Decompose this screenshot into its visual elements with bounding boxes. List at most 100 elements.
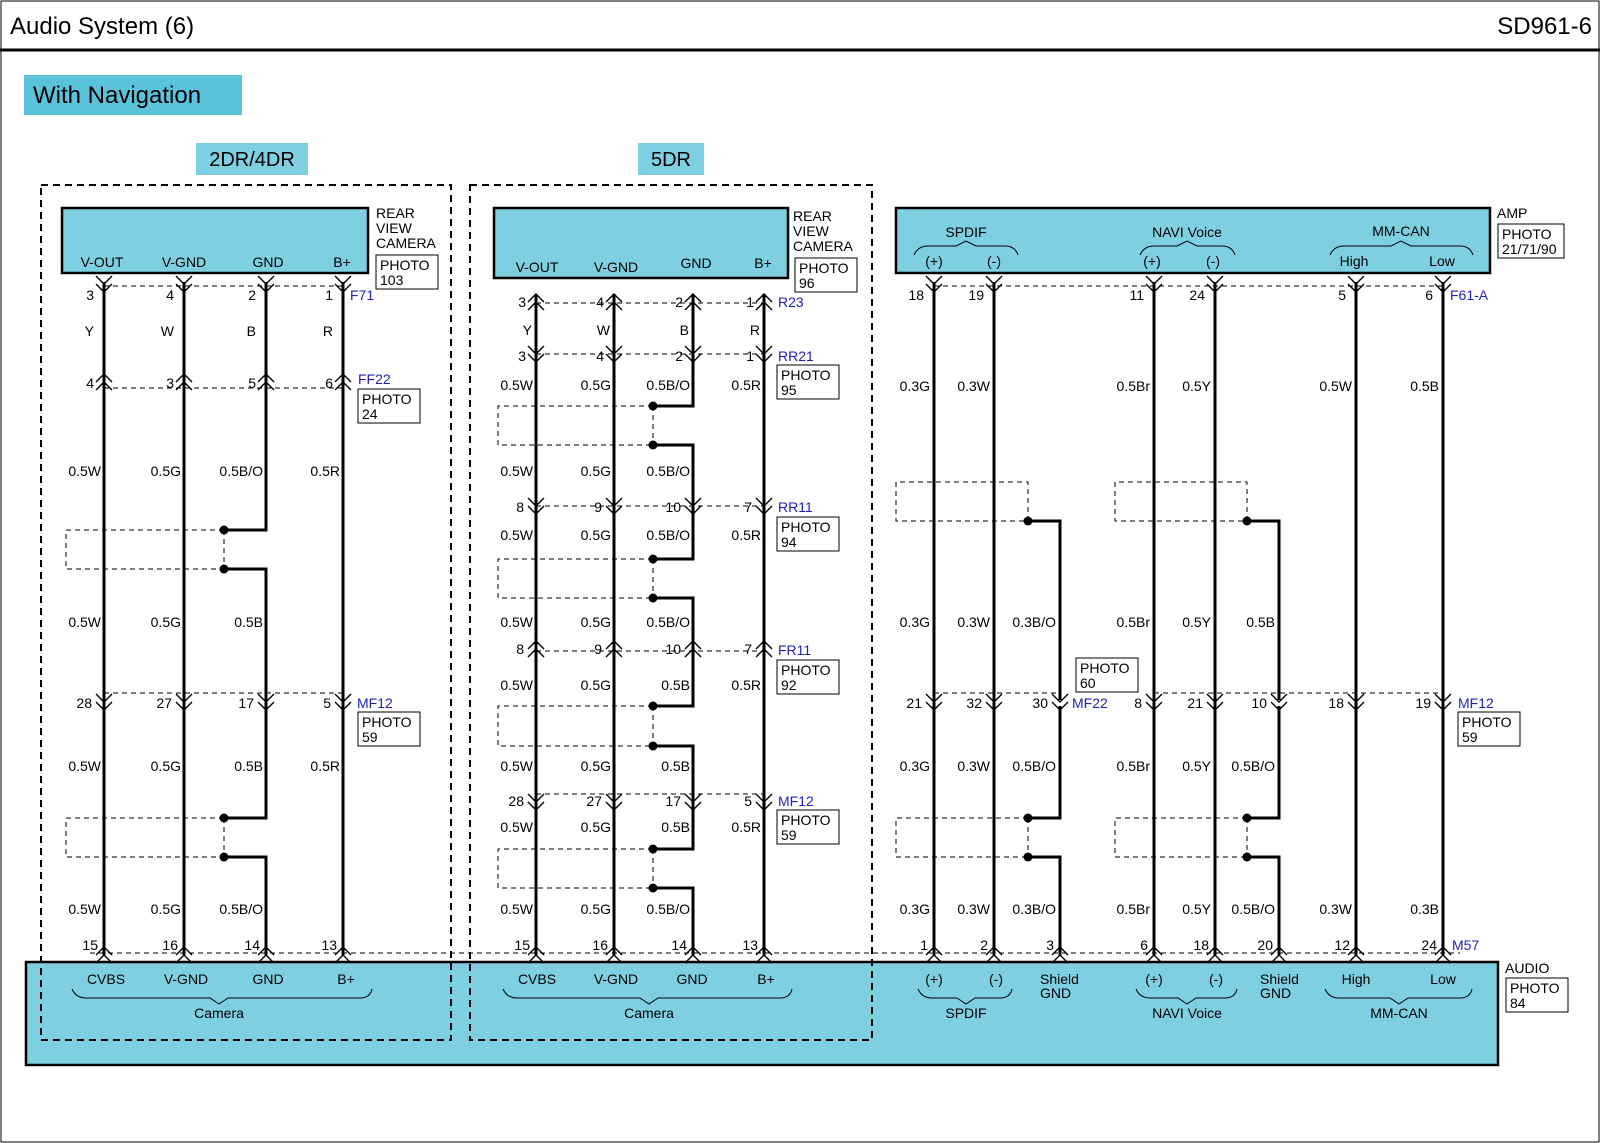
wire-color-code: W — [161, 323, 175, 339]
camera2-r23-connector — [605, 293, 623, 311]
wire-spec: 0.5W — [68, 463, 101, 479]
pin-number: 1 — [920, 937, 928, 953]
camera2-pin-3: B+ — [754, 255, 772, 271]
pin-number: 5 — [1338, 287, 1346, 303]
pin-number: 3 — [86, 287, 94, 303]
camera2-fr11-photo-box — [776, 659, 840, 695]
amp-pin-2: (+) — [1143, 253, 1161, 269]
camera2-photo-1: PHOTO — [799, 260, 849, 276]
pin-number: 19 — [1415, 695, 1431, 711]
junction-dot — [648, 440, 658, 450]
camera2-mf12-connector — [684, 793, 702, 811]
camera2-title-1: REAR — [793, 208, 832, 224]
camera2-fr11-connector — [755, 640, 773, 658]
camera1-title-1: REAR — [376, 205, 415, 221]
amp-bottom-connector — [1434, 946, 1452, 964]
junction-dot — [648, 844, 658, 854]
camera2-rr11-connector — [684, 497, 702, 515]
pin-number: 15 — [514, 937, 530, 953]
pin-number: 21 — [1187, 695, 1203, 711]
audio-group-mmcan: MM-CAN — [1370, 1005, 1428, 1021]
wire-spec: 0.3G — [900, 758, 930, 774]
camera2-rr11-photo-box — [776, 516, 840, 552]
junction-dot — [219, 852, 229, 862]
amp-pin-5: Low — [1429, 253, 1456, 269]
pin-number: 14 — [671, 937, 687, 953]
camera1-bottom-connector — [257, 946, 275, 964]
audio-cam1-pin-0: CVBS — [87, 971, 125, 987]
pin-number: 27 — [586, 793, 602, 809]
amp-top-connector — [1347, 275, 1365, 293]
wire-spec: 0.5G — [151, 758, 181, 774]
audio-photo-1: PHOTO — [1510, 980, 1560, 996]
wire-spec: 0.5W — [500, 614, 533, 630]
wire-spec: 0.3W — [957, 378, 990, 394]
wire-labels: 3Y40.5W0.5W280.5W0.5W154W30.5G0.5G270.5G… — [68, 287, 1521, 953]
wire-spec: 0.3G — [900, 614, 930, 630]
wire-color-code: B — [247, 323, 256, 339]
wire-spec: 0.5W — [500, 819, 533, 835]
wire-spec: 0.3W — [957, 901, 990, 917]
wire-spec: 0.5Br — [1117, 378, 1151, 394]
pin-number: 3 — [1046, 937, 1054, 953]
audio-shield2-2: GND — [1260, 985, 1291, 1001]
amp-wire-navi-shield-lower — [1247, 706, 1281, 955]
camera1-ff22-photo-line-1: PHOTO — [362, 391, 412, 407]
wire-spec: 0.5R — [310, 463, 340, 479]
audio-group-navi: NAVI Voice — [1152, 1005, 1222, 1021]
audio-cam1-pin-1: V-GND — [164, 971, 208, 987]
camera1-ff22-connector — [257, 373, 275, 391]
pin-number: 8 — [516, 641, 524, 657]
wire-spec: 0.5Y — [1182, 901, 1211, 917]
audio-cam1-pin-3: B+ — [337, 971, 355, 987]
camera2-bottom-connector — [605, 946, 623, 964]
wire-spec: 0.5W — [68, 901, 101, 917]
audio-amp-pin-5: Low — [1430, 971, 1457, 987]
audio-brace-cam1 — [71, 988, 373, 1005]
pin-number: 5 — [744, 793, 752, 809]
amp-top-connector — [985, 275, 1003, 293]
camera2-photo-box — [794, 257, 858, 293]
camera2-rr21-photo-line-1: PHOTO — [781, 367, 831, 383]
camera2-fr11-connector — [684, 640, 702, 658]
pin-number: 6 — [325, 375, 333, 391]
junction-dot — [648, 701, 658, 711]
amp-mf12-photo-line-2: 59 — [1462, 729, 1478, 745]
wire-spec: 0.5G — [581, 614, 611, 630]
amp-brace-navi — [1139, 240, 1236, 256]
wire-spec: 0.5Y — [1182, 614, 1211, 630]
amp-group-mmcan: MM-CAN — [1372, 223, 1430, 239]
camera1-mf12-connector — [334, 693, 352, 711]
wire-spec: 0.3B — [1410, 901, 1439, 917]
junction-dot — [648, 593, 658, 603]
camera1-ff22-photo-line-2: 24 — [362, 406, 378, 422]
wire-spec: 0.5B — [661, 758, 690, 774]
pin-number: 27 — [156, 695, 172, 711]
wire-spec: 0.5Y — [1182, 378, 1211, 394]
amp-photo-2: 21/71/90 — [1502, 241, 1557, 257]
audio-cam2-group: Camera — [624, 1005, 674, 1021]
pin-number: 2 — [980, 937, 988, 953]
wire-spec: 0.5Br — [1117, 758, 1151, 774]
pin-number: 5 — [248, 375, 256, 391]
junction-dot — [648, 401, 658, 411]
connector-symbols — [95, 275, 1452, 964]
camera2-shield-loop-3 — [497, 705, 654, 747]
amp-navi-shield-loop-1 — [1114, 481, 1248, 522]
connector-ref-rr21: RR21 — [778, 348, 814, 364]
pin-number: 16 — [592, 937, 608, 953]
audio-cam2-pin-0: CVBS — [518, 971, 556, 987]
camera2-rr21-connector — [684, 345, 702, 363]
audio-amp-pin-4: High — [1342, 971, 1371, 987]
amp-unit — [894, 206, 1492, 275]
wire-spec: 0.5Br — [1117, 901, 1151, 917]
camera1-shield-loop-2 — [65, 817, 225, 858]
wire-color-code: Y — [523, 322, 533, 338]
group-badge-5dr-label: 5DR — [651, 149, 691, 171]
pin-number: 11 — [1129, 287, 1144, 303]
audio-brace-navi — [1135, 988, 1238, 1005]
pin-number: 14 — [244, 937, 260, 953]
pin-number: 4 — [596, 294, 604, 310]
junction-dot — [219, 525, 229, 535]
